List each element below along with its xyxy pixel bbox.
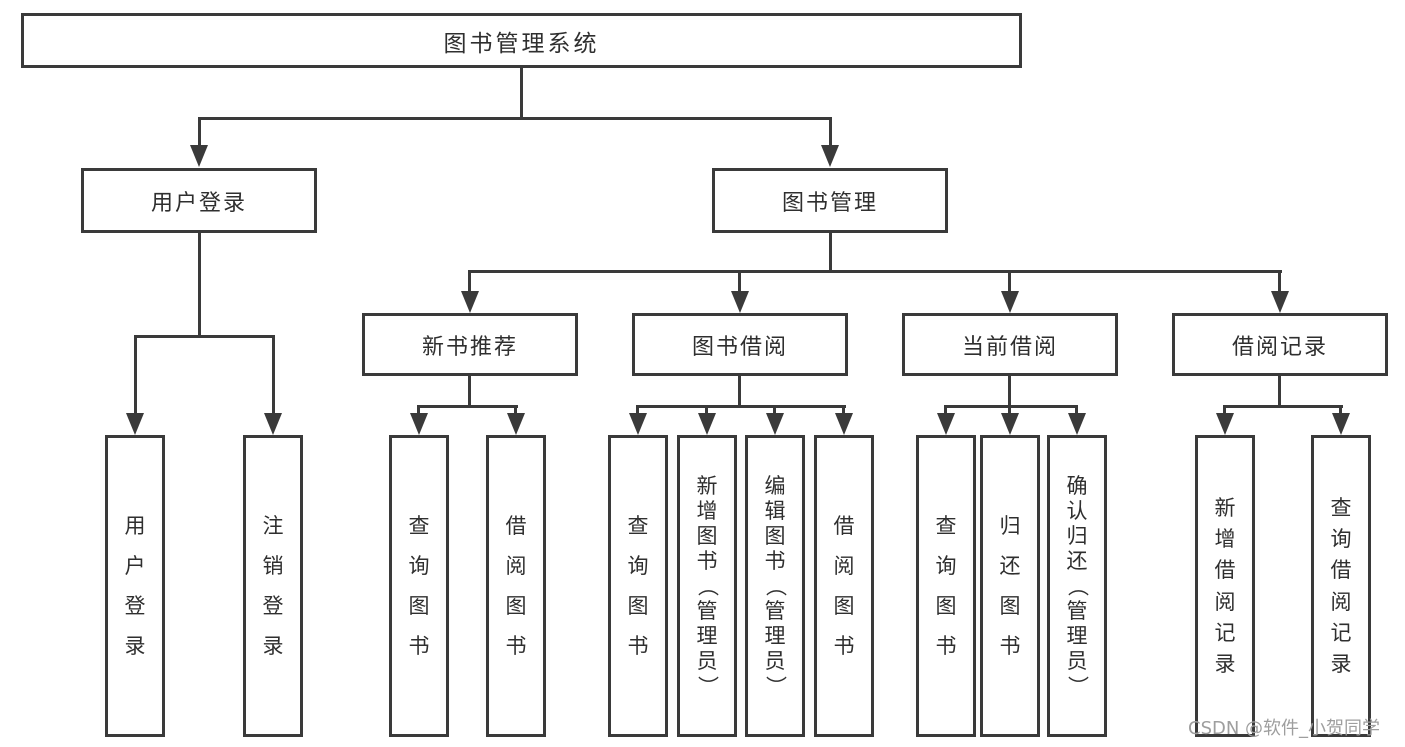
connector-line xyxy=(829,233,832,272)
node-new-book-recommend-label: 新书推荐 xyxy=(421,334,518,360)
arrowhead-down-icon xyxy=(835,413,853,435)
arrowhead-down-icon xyxy=(1271,291,1289,313)
connector-line xyxy=(198,233,201,336)
arrowhead-down-icon xyxy=(1068,413,1086,435)
connector-line xyxy=(417,405,518,408)
node-current-borrowing-label: 当前借阅 xyxy=(961,334,1058,360)
leaf-borrow-books: 借阅图书 xyxy=(814,435,874,737)
arrowhead-down-icon xyxy=(507,413,525,435)
arrowhead-down-icon xyxy=(1216,413,1234,435)
connector-line xyxy=(134,335,137,414)
arrowhead-down-icon xyxy=(1001,291,1019,313)
leaf-query-books-borrowing: 查询图书 xyxy=(608,435,668,737)
connector-line xyxy=(520,68,523,118)
arrowhead-down-icon xyxy=(766,413,784,435)
arrowhead-down-icon xyxy=(461,291,479,313)
arrowhead-down-icon xyxy=(821,145,839,167)
node-book-management: 图书管理 xyxy=(712,168,948,233)
connector-line xyxy=(944,405,947,414)
node-borrowing-records: 借阅记录 xyxy=(1172,313,1388,376)
connector-line xyxy=(134,335,275,338)
leaf-borrow-books-recommend: 借阅图书 xyxy=(486,435,546,737)
connector-line xyxy=(1278,270,1281,291)
arrowhead-down-icon xyxy=(629,413,647,435)
leaf-return-books: 归还图书 xyxy=(980,435,1040,737)
connector-line xyxy=(1223,405,1343,408)
csdn-watermark: CSDN @软件_小贺同学 xyxy=(1188,718,1381,739)
connector-line xyxy=(198,117,832,120)
leaf-query-books-current: 查询图书 xyxy=(916,435,976,737)
connector-line xyxy=(842,405,845,414)
leaf-add-borrow-record: 新增借阅记录 xyxy=(1195,435,1255,737)
leaf-logout: 注销登录 xyxy=(243,435,303,737)
connector-line xyxy=(198,117,201,145)
connector-line xyxy=(705,405,708,414)
leaf-query-borrow-record: 查询借阅记录 xyxy=(1311,435,1371,737)
arrowhead-down-icon xyxy=(698,413,716,435)
connector-line xyxy=(1008,270,1011,291)
node-root-label: 图书管理系统 xyxy=(443,30,600,57)
node-user-login-label: 用户登录 xyxy=(150,190,247,216)
connector-line xyxy=(773,405,776,414)
arrowhead-down-icon xyxy=(731,291,749,313)
connector-line xyxy=(944,405,1078,408)
node-user-login: 用户登录 xyxy=(81,168,317,233)
connector-line xyxy=(1075,405,1078,414)
node-book-borrowing: 图书借阅 xyxy=(632,313,848,376)
connector-line xyxy=(1278,376,1281,407)
node-borrowing-records-label: 借阅记录 xyxy=(1231,334,1328,360)
arrowhead-down-icon xyxy=(126,413,144,435)
connector-line xyxy=(272,335,275,414)
connector-line xyxy=(636,405,639,414)
connector-line xyxy=(738,376,741,407)
arrowhead-down-icon xyxy=(1001,413,1019,435)
connector-line xyxy=(636,405,846,408)
connector-line xyxy=(417,405,420,414)
leaf-confirm-return-admin: 确认归还（管理员） xyxy=(1047,435,1107,737)
connector-line xyxy=(1223,405,1226,414)
connector-line xyxy=(514,405,517,414)
arrowhead-down-icon xyxy=(410,413,428,435)
connector-line xyxy=(468,270,1282,273)
node-root-system: 图书管理系统 xyxy=(21,13,1022,68)
arrowhead-down-icon xyxy=(937,413,955,435)
leaf-query-books-recommend: 查询图书 xyxy=(389,435,449,737)
connector-line xyxy=(738,270,741,291)
arrowhead-down-icon xyxy=(1332,413,1350,435)
connector-line xyxy=(1339,405,1342,414)
leaf-edit-book-admin: 编辑图书（管理员） xyxy=(745,435,805,737)
leaf-user-login: 用户登录 xyxy=(105,435,165,737)
connector-line xyxy=(1008,376,1011,407)
node-book-management-label: 图书管理 xyxy=(781,190,878,216)
node-book-borrowing-label: 图书借阅 xyxy=(691,334,788,360)
connector-line xyxy=(468,376,471,407)
leaf-add-book-admin: 新增图书（管理员） xyxy=(677,435,737,737)
connector-line xyxy=(1008,405,1011,414)
arrowhead-down-icon xyxy=(264,413,282,435)
node-new-book-recommend: 新书推荐 xyxy=(362,313,578,376)
connector-line xyxy=(468,270,471,291)
connector-line xyxy=(829,117,832,145)
arrowhead-down-icon xyxy=(190,145,208,167)
node-current-borrowing: 当前借阅 xyxy=(902,313,1118,376)
